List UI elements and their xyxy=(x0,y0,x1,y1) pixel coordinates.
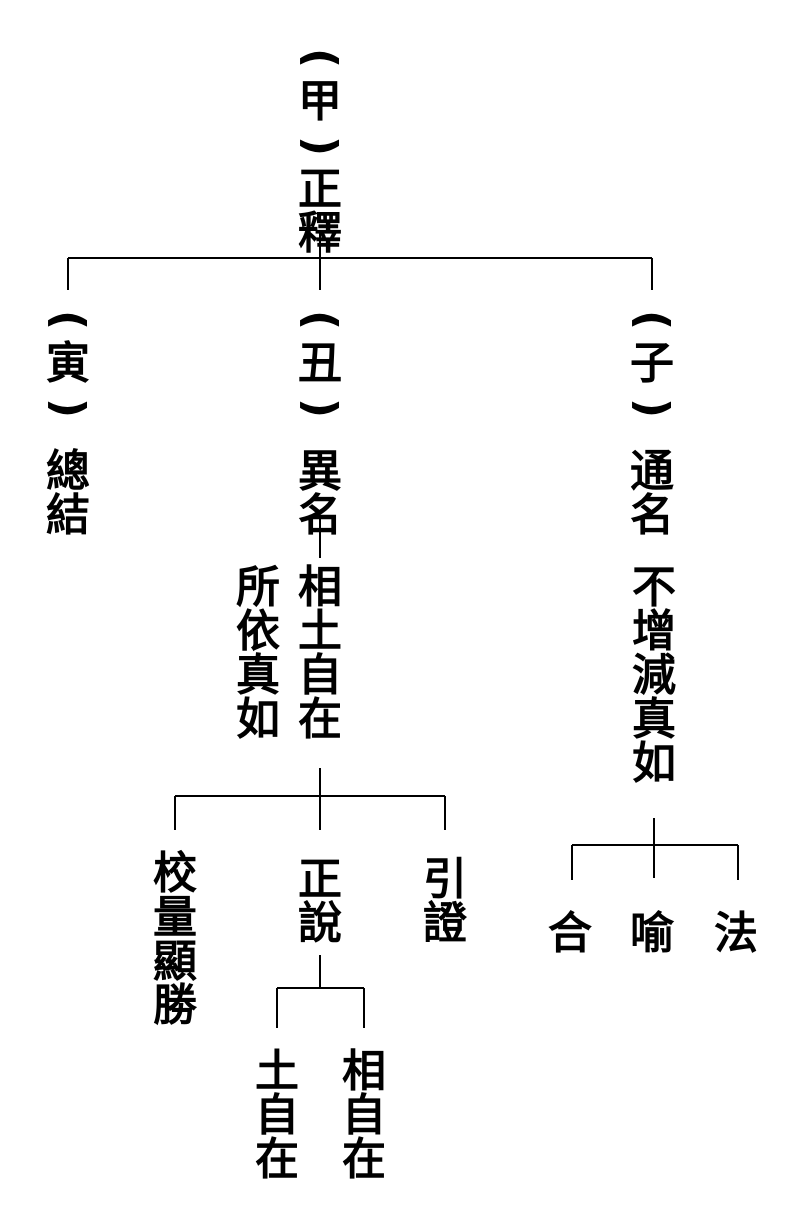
buzeng-char: 不 xyxy=(632,562,676,613)
buzeng-char: 真 xyxy=(632,694,676,745)
node-tu-zizai: 土 自 在 xyxy=(253,1050,301,1182)
chou-open-paren: ( xyxy=(295,309,346,331)
tuzizai-char: 自 xyxy=(255,1090,299,1141)
xiaoliang-char: 勝 xyxy=(153,980,197,1031)
root-title-char: 釋 xyxy=(298,208,342,259)
zhengshuo-char: 說 xyxy=(298,898,342,949)
xiaoliang-char: 顯 xyxy=(153,936,197,987)
xiaoliang-char: 量 xyxy=(153,892,197,943)
suoyi-char: 依 xyxy=(236,606,280,657)
suoyi-char: 所 xyxy=(236,562,280,613)
buzeng-char: 如 xyxy=(632,738,676,789)
node-xiaoliang-xiansheng: 校 量 顯 勝 xyxy=(151,852,199,1028)
yin-open-paren: ( xyxy=(43,309,94,331)
zi-label-char: 名 xyxy=(630,490,674,541)
yinzheng-char: 證 xyxy=(423,898,467,949)
xiaoliang-char: 校 xyxy=(153,848,197,899)
node-suoyi-zhenru: 所 依 真 如 xyxy=(234,566,282,742)
buzeng-char: 減 xyxy=(632,650,676,701)
root-open-paren: ( xyxy=(295,47,346,69)
zi-marker: 子 xyxy=(630,338,674,389)
branch-chou: ( 丑 ) 異 名 xyxy=(295,298,346,541)
chou-label-char: 名 xyxy=(298,490,342,541)
xiangzizai-char: 在 xyxy=(342,1134,386,1185)
node-xiangtu-zizai: 相 土 自 在 xyxy=(296,566,344,742)
root-title-char: 正 xyxy=(298,164,342,215)
yin-label-char: 結 xyxy=(46,490,90,541)
xiangzizai-char: 自 xyxy=(342,1090,386,1141)
chou-label-char: 異 xyxy=(298,446,342,497)
root-marker: 甲 xyxy=(298,76,342,127)
node-yinzheng: 引 證 xyxy=(421,858,469,946)
node-he: 合 xyxy=(548,908,592,959)
root-node: ( 甲 ) 正 釋 xyxy=(295,36,346,259)
branch-yin: ( 寅 ) 總 結 xyxy=(43,298,94,541)
yin-label-char: 總 xyxy=(46,446,90,497)
suoyi-char: 如 xyxy=(236,694,280,745)
root-close-paren: ) xyxy=(295,135,346,157)
tuzizai-char: 在 xyxy=(255,1134,299,1185)
node-buzeng-zhenru: 不 增 減 真 如 xyxy=(630,566,678,786)
zi-close-paren: ) xyxy=(627,397,678,419)
suoyi-char: 真 xyxy=(236,650,280,701)
xiangzizai-char: 相 xyxy=(342,1046,386,1097)
zhengshuo-char: 正 xyxy=(298,854,342,905)
branch-zi: ( 子 ) 通 名 xyxy=(627,298,678,541)
buzeng-char: 增 xyxy=(632,606,676,657)
zi-open-paren: ( xyxy=(627,309,678,331)
node-xiang-zizai: 相 自 在 xyxy=(340,1050,388,1182)
yin-marker: 寅 xyxy=(46,338,90,389)
node-zhengshuo: 正 說 xyxy=(296,858,344,946)
tuzizai-char: 土 xyxy=(255,1046,299,1097)
xiangtu-char: 土 xyxy=(298,606,342,657)
xiangtu-char: 自 xyxy=(298,650,342,701)
zi-label-char: 通 xyxy=(630,446,674,497)
xiangtu-char: 在 xyxy=(298,694,342,745)
xiangtu-char: 相 xyxy=(298,562,342,613)
yinzheng-char: 引 xyxy=(423,854,467,905)
node-fa: 法 xyxy=(714,908,758,959)
node-yu: 喻 xyxy=(630,908,674,959)
chou-marker: 丑 xyxy=(298,338,342,389)
yin-close-paren: ) xyxy=(43,397,94,419)
chou-close-paren: ) xyxy=(295,397,346,419)
